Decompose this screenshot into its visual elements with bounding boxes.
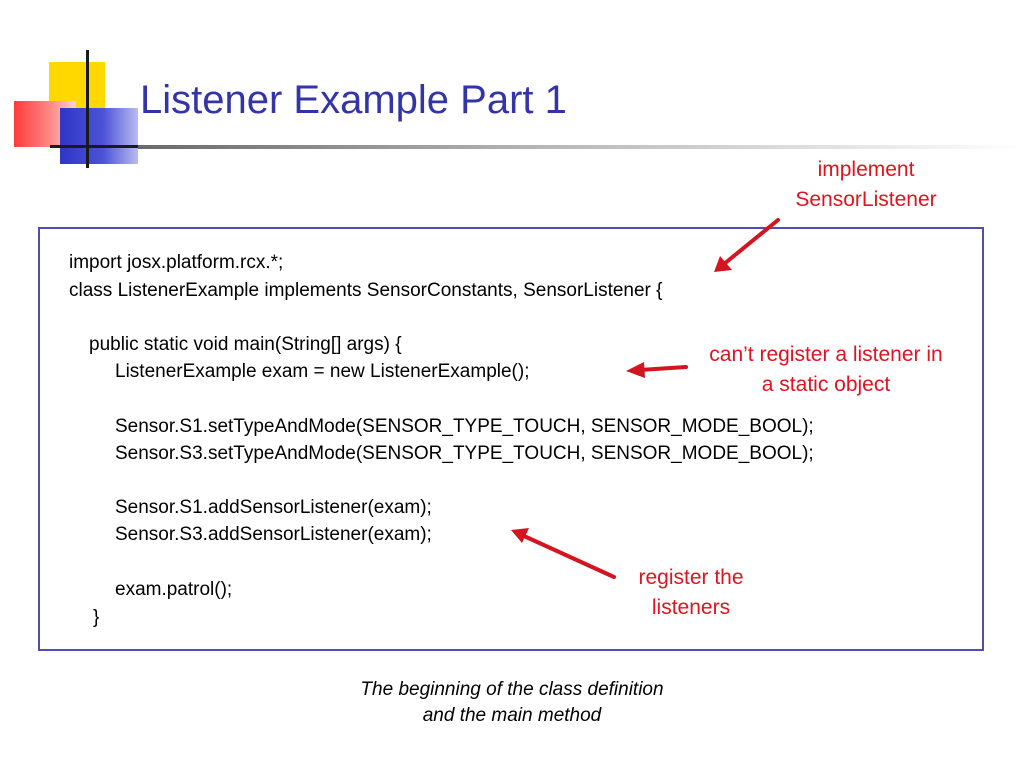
annotation-register-line2: listeners: [651, 596, 731, 619]
slide-title: Listener Example Part 1: [140, 78, 567, 122]
code-line: public static void main(String[] args) {: [89, 334, 402, 355]
code-line: }: [93, 607, 100, 628]
code-line: Sensor.S3.addSensorListener(exam);: [115, 524, 432, 545]
code-line: ListenerExample exam = new ListenerExamp…: [115, 361, 530, 382]
caption-line1: The beginning of the class definition: [360, 679, 664, 700]
annotation-implement: implement SensorListener: [766, 155, 966, 215]
code-box: [38, 227, 984, 651]
slide-caption: The beginning of the class definition an…: [312, 677, 712, 729]
logo-horizontal-line: [50, 145, 140, 148]
annotation-implement-line1: implement: [817, 158, 915, 181]
annotation-register-line1: register the: [638, 566, 744, 589]
title-underline: [138, 145, 1024, 149]
code-line: Sensor.S1.setTypeAndMode(SENSOR_TYPE_TOU…: [115, 416, 814, 437]
code-line: class ListenerExample implements SensorC…: [69, 280, 663, 301]
code-line: Sensor.S1.addSensorListener(exam);: [115, 497, 432, 518]
annotation-static: can’t register a listener in a static ob…: [676, 340, 976, 400]
logo-vertical-line: [86, 50, 89, 168]
caption-line2: and the main method: [422, 705, 602, 726]
annotation-implement-line2: SensorListener: [795, 188, 937, 211]
code-line: exam.patrol();: [115, 579, 233, 600]
logo-blue-square: [60, 108, 138, 164]
code-line: import josx.platform.rcx.*;: [69, 252, 284, 273]
annotation-static-line2: a static object: [761, 373, 891, 396]
code-line: Sensor.S3.setTypeAndMode(SENSOR_TYPE_TOU…: [115, 443, 814, 464]
annotation-static-line1: can’t register a listener in: [709, 343, 943, 366]
annotation-register: register the listeners: [611, 563, 771, 623]
